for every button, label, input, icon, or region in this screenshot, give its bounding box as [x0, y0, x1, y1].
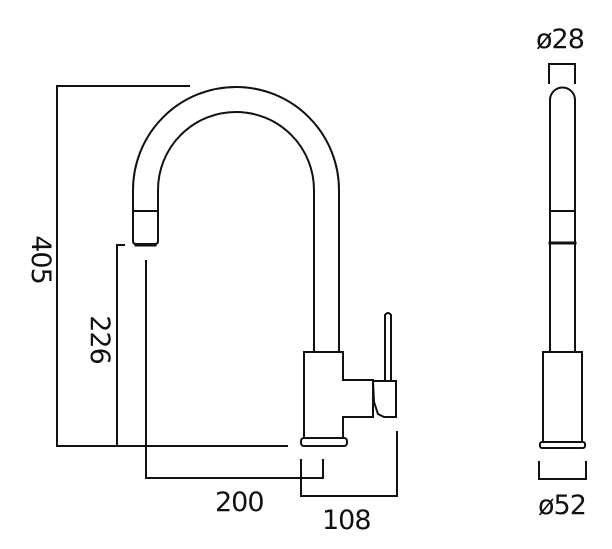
front-spout	[549, 86, 576, 353]
dim-line-200	[145, 260, 324, 479]
lever-stem	[384, 312, 392, 382]
label-body-to-lever: 108	[322, 505, 372, 536]
tap-base-flange	[300, 437, 348, 447]
side-view	[56, 85, 398, 497]
label-spout-diameter: ø28	[536, 24, 585, 55]
dim-line-405	[56, 85, 288, 447]
label-base-diameter: ø52	[538, 490, 587, 521]
dim-line-108	[300, 431, 398, 497]
dim-bracket-28	[548, 63, 576, 84]
tap-body	[303, 351, 374, 437]
dim-line-226	[116, 244, 125, 447]
spout-inner-curve	[157, 111, 315, 353]
spout-outer-curve	[132, 86, 340, 353]
front-body	[542, 351, 583, 443]
label-spout-height: 226	[83, 315, 115, 364]
label-total-height: 405	[24, 235, 56, 284]
label-spout-reach: 200	[215, 487, 265, 518]
front-base-flange	[539, 441, 586, 449]
lever-block	[371, 380, 397, 418]
spout-aerator	[132, 210, 159, 245]
front-view	[538, 63, 587, 480]
dim-bracket-52	[538, 461, 587, 480]
